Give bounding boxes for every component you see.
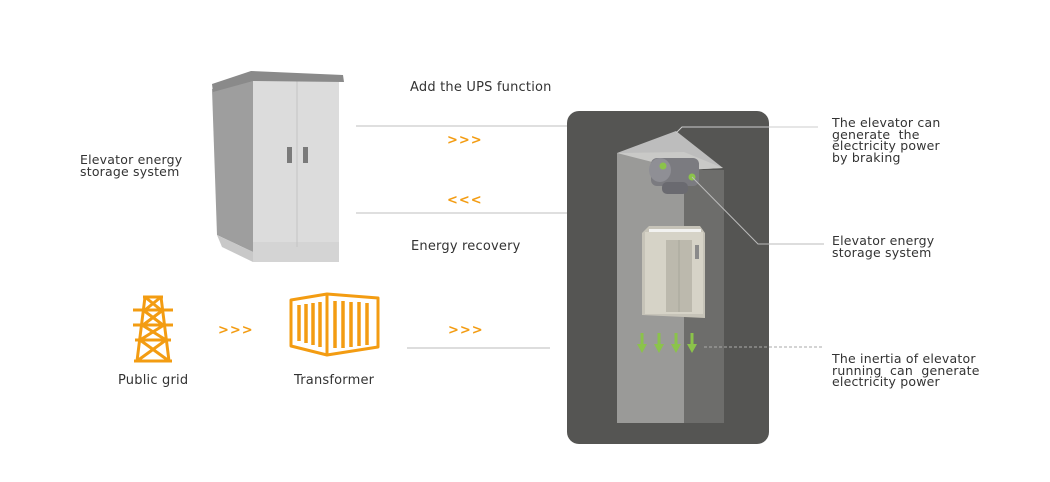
braking-label: The elevator can generate the electricit… <box>832 115 941 165</box>
transformer-label: Transformer <box>294 373 375 388</box>
down-arrows-icon <box>637 333 697 353</box>
elevator-cabin-icon <box>642 226 705 318</box>
storage-callout <box>691 176 824 245</box>
grid-to-transformer-chevrons-icon: >>> <box>218 323 254 338</box>
right-storage-label: Elevator energy storage system <box>832 233 935 260</box>
energy-storage-cabinet-icon <box>212 71 344 262</box>
forward-chevrons-icon: >>> <box>447 133 483 148</box>
elevator-shaft-panel <box>567 111 769 444</box>
braking-callout <box>675 126 818 134</box>
inertia-label: The inertia of elevator running can gene… <box>832 351 980 389</box>
left-storage-label: Elevator energy storage system <box>80 152 183 179</box>
ups-function-label: Add the UPS function <box>410 80 552 95</box>
power-tower-icon <box>133 295 173 363</box>
transformer-to-elevator-chevrons-icon: >>> <box>448 323 484 338</box>
transformer-icon <box>289 292 380 357</box>
backward-chevrons-icon: <<< <box>447 193 483 208</box>
traction-motor-icon <box>649 158 699 194</box>
energy-recovery-label: Energy recovery <box>411 239 521 254</box>
callout-lines <box>675 126 824 348</box>
public-grid-label: Public grid <box>118 373 189 388</box>
